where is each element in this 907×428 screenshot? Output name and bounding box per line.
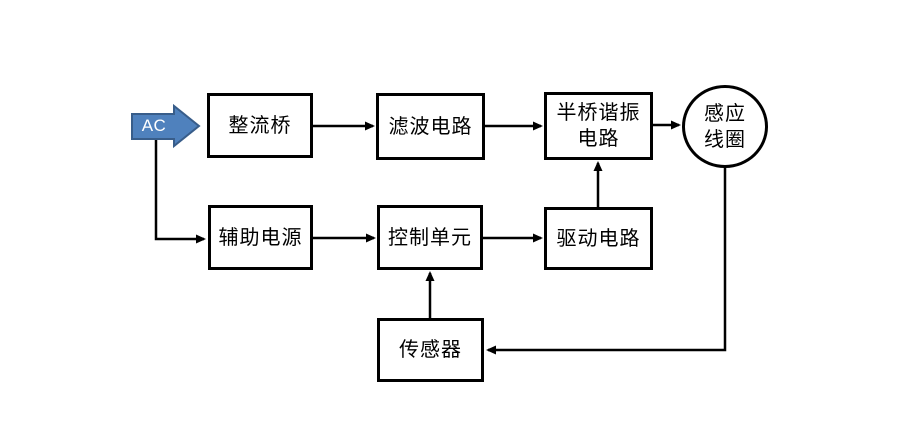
ac-input-label: AC — [141, 116, 167, 135]
control-unit-label: 控制单元 — [388, 226, 472, 249]
drive-circuit-label: 驱动电路 — [556, 227, 641, 250]
sensor-label: 传感器 — [399, 339, 462, 361]
induction-coil-label-line2: 线圈 — [704, 128, 746, 151]
arrow-ac-to-aux-power — [154, 138, 206, 244]
control-unit-box: 控制单元 — [377, 205, 483, 270]
drive-circuit-box: 驱动电路 — [544, 207, 653, 270]
rectifier-bridge-box: 整流桥 — [207, 93, 313, 158]
half-bridge-resonant-circuit-box: 半桥谐振 电路 — [544, 92, 653, 160]
half-bridge-label-line1: 半桥谐振 — [556, 102, 641, 124]
auxiliary-power-label: 辅助电源 — [218, 226, 303, 249]
induction-coil-circle: 感应 线圈 — [682, 85, 768, 168]
ac-input-arrow-shape — [131, 103, 201, 149]
half-bridge-label-line2: 电路 — [577, 128, 620, 150]
auxiliary-power-box: 辅助电源 — [208, 205, 313, 270]
filter-circuit-box: 滤波电路 — [376, 93, 485, 160]
rectifier-bridge-label: 整流桥 — [228, 114, 292, 137]
sensor-box: 传感器 — [377, 318, 484, 382]
induction-coil-label-line1: 感应 — [704, 102, 746, 125]
filter-circuit-label: 滤波电路 — [388, 115, 473, 138]
arrow-coil-to-sensor — [486, 167, 727, 355]
